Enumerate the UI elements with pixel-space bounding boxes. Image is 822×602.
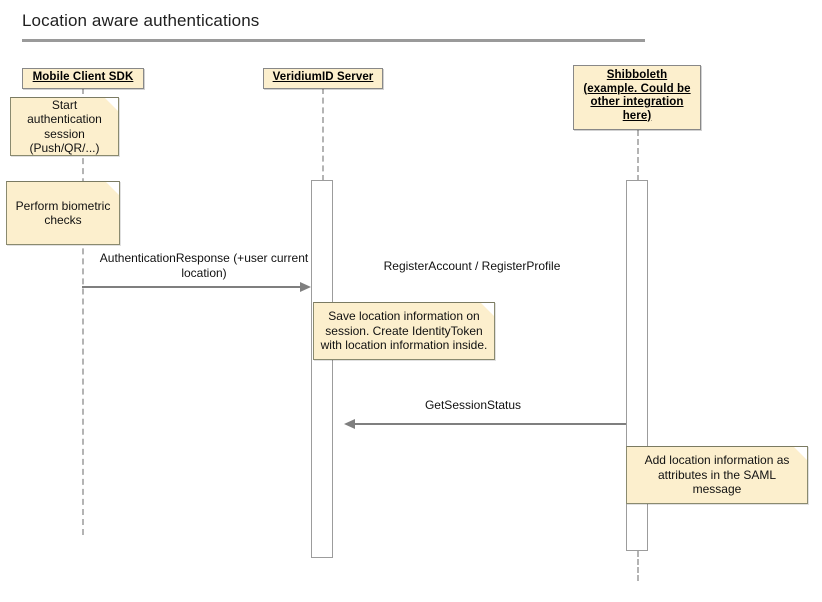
message-label-line: location): [181, 265, 227, 280]
title-divider: [22, 39, 645, 42]
message-label-line: GetSessionStatus: [424, 398, 522, 412]
lifeline-shibboleth-tail: [637, 551, 639, 581]
note-fold-icon: [481, 303, 494, 316]
note-line: session. Create IdentityToken: [325, 323, 483, 338]
note-fold-icon: [106, 182, 119, 195]
lifeline-mobile-client-sdk: [82, 88, 84, 535]
message-arrowhead-authentication-response: [300, 281, 311, 292]
participant-shibboleth[interactable]: Shibboleth (example. Could be other inte…: [573, 65, 701, 130]
message-label-authentication-response: AuthenticationResponse (+user current lo…: [84, 251, 324, 280]
note-fold-icon: [105, 98, 118, 111]
activation-veridiumid-server: [311, 180, 333, 558]
participant-veridiumid-server[interactable]: VeridiumID Server: [263, 68, 383, 89]
participant-label-line: VeridiumID Server: [272, 71, 374, 83]
note-line: with location information inside.: [320, 338, 488, 353]
note-saml-attributes: Add location information as attributes i…: [626, 446, 808, 504]
message-line-get-session-status: [355, 423, 626, 425]
participant-label-line: Mobile Client SDK: [32, 71, 134, 83]
participant-label-line: other integration: [590, 96, 684, 108]
note-perform-biometric-checks: Perform biometric checks: [6, 181, 120, 245]
participant-mobile-client-sdk[interactable]: Mobile Client SDK: [22, 68, 144, 89]
message-label-line: RegisterAccount / RegisterProfile: [383, 259, 561, 273]
note-line: Perform biometric: [15, 198, 111, 213]
note-start-authentication: Start authentication session (Push/QR/..…: [10, 97, 119, 156]
participant-label-line: Shibboleth: [606, 69, 668, 81]
participant-label-line: (example. Could be: [583, 82, 691, 95]
note-line: session: [44, 126, 85, 141]
note-line: message: [692, 482, 742, 497]
note-line: Start: [51, 97, 78, 112]
note-save-location-information: Save location information on session. Cr…: [313, 302, 495, 360]
participant-label-line: here): [622, 109, 652, 122]
note-line: Add location information as: [644, 453, 790, 468]
message-line-authentication-response: [82, 286, 304, 288]
message-label-line: AuthenticationResponse (+user current: [99, 251, 309, 265]
note-fold-icon: [794, 447, 807, 460]
note-line: checks: [44, 213, 82, 227]
lifeline-veridiumid-server: [322, 88, 324, 181]
message-arrowhead-get-session-status: [344, 418, 355, 429]
message-label-get-session-status: GetSessionStatus: [350, 398, 596, 413]
note-line: (Push/QR/...): [29, 141, 100, 155]
page-title: Location aware authentications: [22, 11, 260, 30]
note-line: authentication: [27, 112, 102, 126]
message-label-register-account: RegisterAccount / RegisterProfile: [348, 259, 596, 274]
lifeline-shibboleth: [637, 130, 639, 181]
note-line: attributes in the SAML: [657, 467, 777, 482]
note-line: Save location information on: [328, 309, 480, 324]
